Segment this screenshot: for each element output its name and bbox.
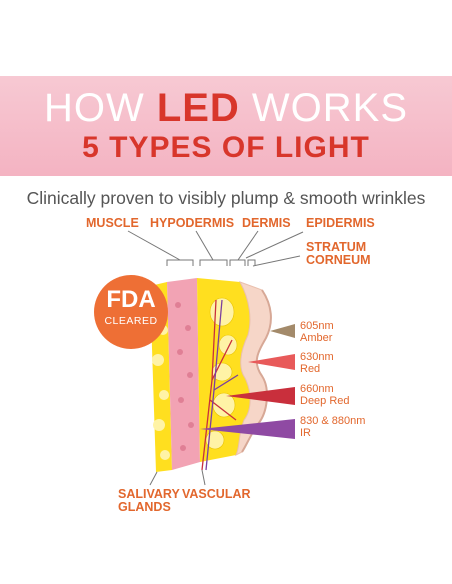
muscle-texture (175, 302, 194, 451)
label-glands: GLANDS (118, 500, 171, 514)
label-stratum: STRATUM (306, 240, 367, 254)
label-vascular: VASCULAR (182, 487, 251, 501)
page-title: HOW LED WORKS (0, 86, 452, 130)
title-highlight: LED (156, 86, 240, 130)
fda-badge-subtitle: CLEARED (104, 315, 158, 327)
wavelength-ir-name: IR (300, 427, 311, 439)
wavelength-605-label: 605nm Amber (300, 320, 334, 344)
wavelength-605-nm: 605nm (300, 320, 334, 332)
label-corneum: CORNEUM (306, 253, 371, 267)
fda-badge-title: FDA (106, 286, 156, 313)
label-muscle: MUSCLE (86, 216, 139, 230)
vascular-network (201, 299, 239, 471)
title-text-2: WORKS (239, 86, 409, 130)
label-dermis: DERMIS (242, 216, 291, 230)
label-salivary: SALIVARY (118, 487, 180, 501)
light-arrows (200, 324, 295, 439)
arrow-630nm (248, 354, 295, 370)
tagline: Clinically proven to visibly plump & smo… (26, 188, 426, 208)
layer-brackets (127, 230, 304, 267)
label-hypodermis: HYPODERMIS (150, 216, 235, 230)
page-subtitle: 5 TYPES OF LIGHT (82, 131, 370, 164)
wavelength-630-name: Red (300, 363, 321, 375)
title-text-1: HOW (43, 86, 157, 130)
wavelength-ir-nm: 830 & 880nm (300, 415, 366, 427)
wavelength-630-label: 630nm Red (300, 351, 334, 375)
wavelength-ir-label: 830 & 880nm IR (300, 415, 365, 439)
arrow-660nm (226, 387, 295, 405)
wavelength-660-nm: 660nm (300, 383, 334, 395)
wavelength-630-nm: 630nm (300, 351, 334, 363)
arrow-605nm (270, 324, 295, 338)
label-epidermis: EPIDERMIS (306, 216, 375, 230)
arrow-ir (200, 419, 295, 439)
wavelength-605-name: Amber (300, 332, 333, 344)
bottom-pointers (149, 469, 206, 486)
fda-badge: FDA CLEARED (94, 275, 168, 349)
wavelength-660-name: Deep Red (300, 395, 350, 407)
title-banner (0, 76, 452, 176)
muscle-layer (167, 278, 200, 470)
wavelength-660-label: 660nm Deep Red (300, 383, 350, 407)
